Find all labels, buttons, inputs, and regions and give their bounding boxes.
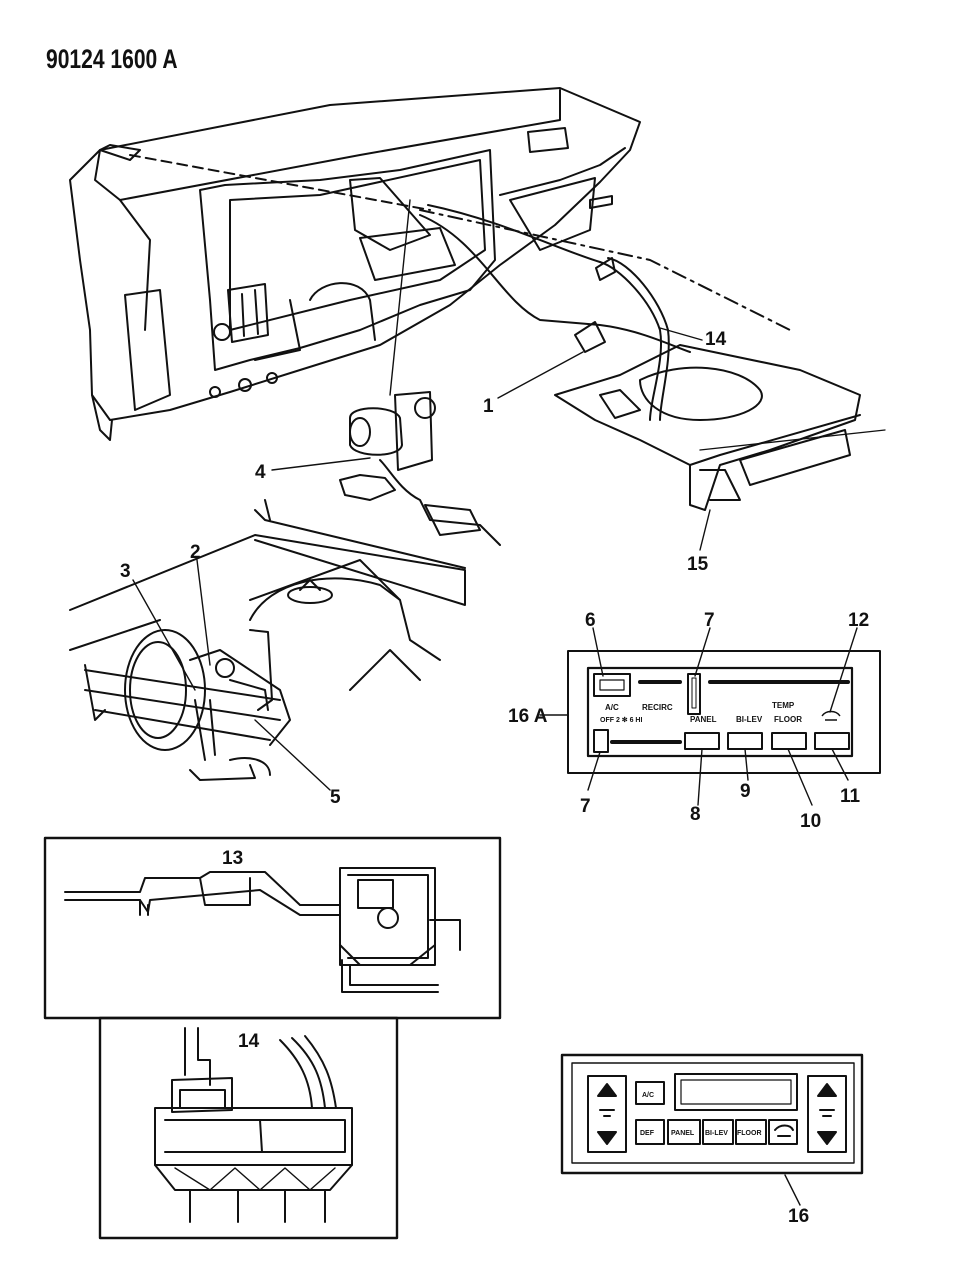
callout-14-main: 14 [705,329,727,350]
panel16a-temp-label: TEMP [772,701,795,710]
panel-16-frame [560,1053,864,1206]
detail-13-frame [43,836,502,1020]
panel16-bilev-label: BI-LEV [705,1130,728,1137]
callout-6: 6 [585,610,596,631]
callout-7-bottom: 7 [580,796,591,817]
panel16-panel-label: PANEL [671,1130,695,1137]
detail-14-frame [98,1016,399,1240]
callout-12: 12 [848,610,869,631]
panel16-ac-label: A/C [642,1092,654,1099]
callout-3: 3 [120,561,131,582]
defrost-icon [821,710,841,721]
panel16a-bilev-label: BI-LEV [736,715,763,724]
water-valve-drawing [69,499,466,781]
panel16a-fan-label: OFF 2 ✻ 6 HI [600,716,642,724]
control-head-assembly-drawing [554,344,886,511]
panel16a-floor-label: FLOOR [774,715,802,724]
callout-1: 1 [483,396,494,417]
blower-motor-drawing [339,391,501,546]
callout-14-detail: 14 [238,1031,260,1052]
callout-2: 2 [190,542,201,563]
panel16a-panel-label: PANEL [690,715,717,724]
panel16a-ac-label: A/C [605,703,619,712]
callout-7-top: 7 [704,610,715,631]
callout-8: 8 [690,804,701,825]
callout-10: 10 [800,811,821,832]
control-cables [129,154,791,421]
panel16-def-label: DEF [640,1130,655,1137]
callout-13: 13 [222,848,243,869]
callout-16: 16 [788,1206,809,1227]
document-id: 90124 1600 A [46,44,178,74]
callout-11: 11 [840,786,861,807]
instrument-panel-drawing [69,87,641,441]
callout-4: 4 [255,462,266,483]
callout-16a: 16 A [508,706,548,727]
panel16a-recirc-label: RECIRC [642,703,673,712]
panel16-floor-label: FLOOR [737,1130,762,1137]
callout-15: 15 [687,554,709,575]
callout-9: 9 [740,781,751,802]
callout-5: 5 [330,787,341,808]
